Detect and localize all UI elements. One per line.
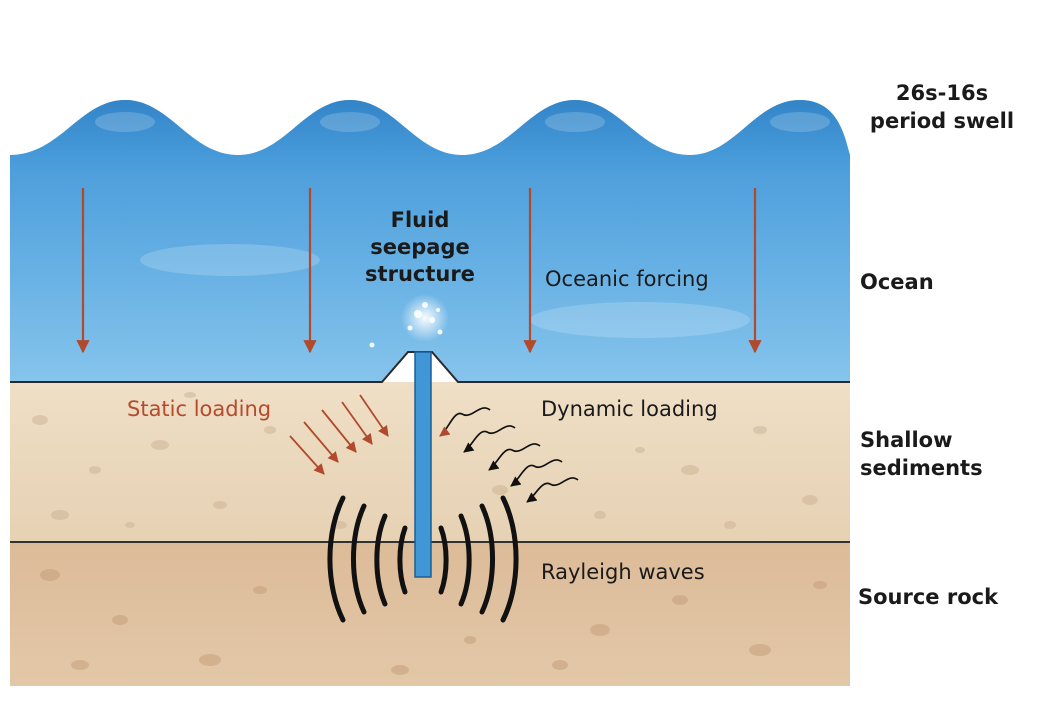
source-rock-label: Source rock	[858, 585, 999, 609]
wave-arc-left	[327, 495, 346, 623]
wave-arc-right	[500, 495, 519, 623]
sediment-pebbles	[32, 392, 818, 529]
dynamic-loading-label: Dynamic loading	[541, 397, 718, 421]
water-highlights	[95, 112, 830, 338]
rayleigh-waves-label: Rayleigh waves	[541, 560, 705, 584]
oceanic-forcing-arrows	[76, 188, 762, 354]
fluid-seepage-line: structure	[365, 261, 475, 286]
dynamic-arrow	[488, 443, 541, 471]
wave-arc-right	[438, 525, 449, 595]
rayleigh-wave-arcs	[327, 495, 519, 623]
static-arrow	[289, 435, 325, 475]
wave-arc-right	[458, 513, 472, 607]
swell-label-line: 26s-16s	[895, 81, 989, 105]
oceanic-forcing-label: Oceanic forcing	[545, 267, 709, 291]
shallow-label-line: Shallow	[860, 428, 953, 452]
fluid-seepage-line: seepage	[370, 234, 470, 259]
rock-pebbles	[40, 569, 827, 675]
dynamic-arrow	[526, 477, 579, 503]
fluid-conduit	[414, 351, 432, 578]
ocean-label: Ocean	[860, 270, 934, 294]
static-arrow	[303, 421, 339, 463]
static-arrow	[341, 401, 373, 445]
dynamic-arrow	[463, 425, 516, 453]
shallow-sediments-label: Shallow sediments	[860, 427, 983, 482]
dynamic-loading-arrows	[439, 407, 579, 503]
dynamic-arrow	[510, 459, 563, 487]
vent-bubbles	[369, 302, 443, 348]
ocean-body	[10, 100, 850, 382]
shallow-label-line: sediments	[860, 455, 983, 480]
fluid-seepage-line: Fluid	[390, 208, 450, 232]
static-loading-arrows	[289, 394, 389, 475]
static-loading-label: Static loading	[127, 397, 272, 421]
wave-arc-left	[374, 513, 388, 607]
wave-arc-left	[350, 503, 367, 615]
wave-arc-left	[397, 525, 408, 595]
dynamic-arrow	[439, 407, 491, 437]
vent-glow	[401, 294, 449, 342]
swell-label: 26s-16s period swell	[862, 80, 1022, 135]
swell-crests	[10, 100, 850, 170]
static-arrow	[359, 394, 389, 437]
wave-arc-right	[479, 503, 496, 615]
static-arrow	[321, 409, 357, 453]
fluid-seepage-label: Fluid seepage structure	[350, 207, 490, 288]
swell-label-line: period swell	[869, 108, 1015, 133]
